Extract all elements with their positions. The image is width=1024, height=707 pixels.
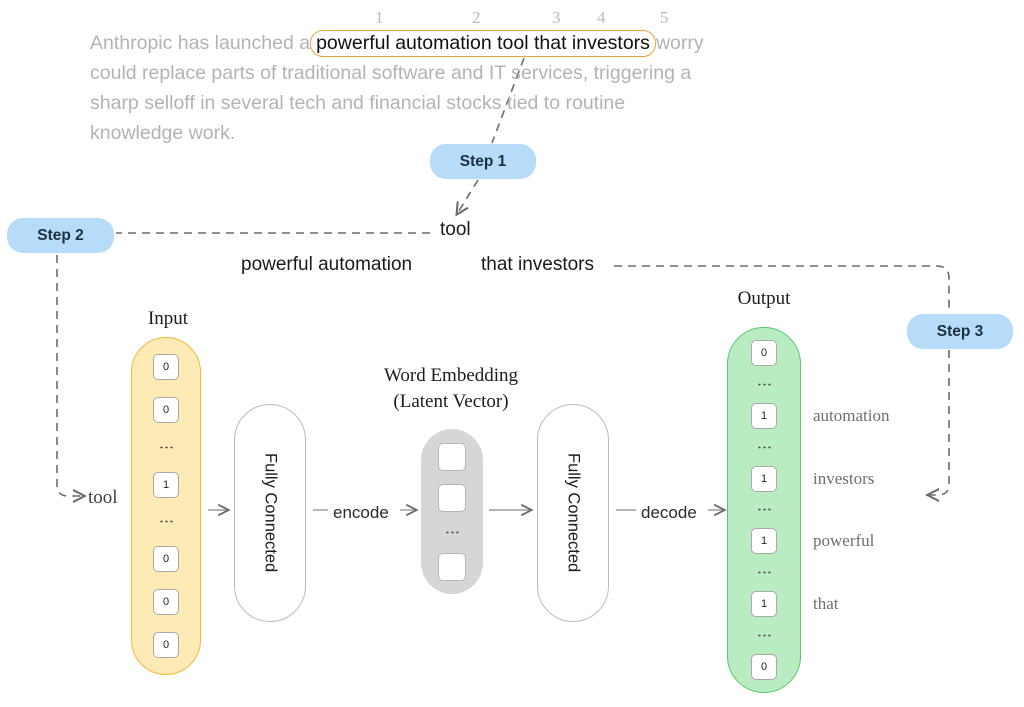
latent-vector-cell — [438, 552, 466, 581]
step-3-badge[interactable]: Step 3 — [907, 314, 1013, 349]
output-vector-ellipsis — [759, 502, 769, 517]
input-vector-cell: 1 — [153, 471, 179, 498]
embedding-title-line-2: (Latent Vector) — [393, 391, 509, 412]
decode-label: decode — [641, 503, 697, 522]
output-word-label: investors — [813, 468, 875, 488]
output-vector-ellipsis — [759, 377, 769, 392]
output-vector-cell: 1 — [751, 590, 777, 617]
decoder-label: Fully Connected — [564, 453, 583, 573]
target-token-label: tool — [440, 219, 471, 240]
output-word-label: automation — [813, 406, 890, 426]
context-right-label: that investors — [481, 254, 594, 275]
input-token-label: tool — [88, 487, 118, 508]
encoder-block: Fully Connected — [234, 404, 306, 622]
paragraph-lead: Anthropic has launched a — [90, 32, 311, 54]
context-left-label: powerful automation — [241, 254, 413, 275]
highlighted-phrase: powerful automation tool that investors — [310, 30, 656, 57]
word-number-1: 1 — [375, 8, 384, 27]
embedding-title: Word Embedding (Latent Vector) — [355, 363, 547, 415]
input-vector-ellipsis — [161, 440, 171, 455]
output-vector-cell: 0 — [751, 653, 777, 680]
output-vector-cell: 1 — [751, 403, 777, 430]
latent-vector — [421, 429, 483, 594]
latent-vector-ellipsis — [447, 525, 457, 540]
encoder-label: Fully Connected — [261, 453, 280, 573]
output-vector: 0 1 1 1 1 0 — [727, 327, 801, 693]
embedding-title-line-1: Word Embedding — [383, 365, 519, 386]
word-number-2: 2 — [472, 8, 481, 27]
encode-label: encode — [333, 503, 389, 522]
input-vector: 0 0 1 0 0 0 — [131, 337, 201, 675]
input-vector-cell: 0 — [153, 546, 179, 573]
step-1-badge[interactable]: Step 1 — [430, 144, 536, 179]
output-vector-cell: 1 — [751, 465, 777, 492]
input-vector-cell: 0 — [153, 397, 179, 424]
latent-vector-cell — [438, 442, 466, 471]
decoder-block: Fully Connected — [537, 404, 609, 622]
output-vector-cell: 0 — [751, 340, 777, 367]
output-vector-ellipsis — [759, 565, 769, 580]
paragraph-tail: worry could replace parts of traditional… — [90, 32, 704, 144]
output-title: Output — [737, 288, 791, 309]
step-2-badge[interactable]: Step 2 — [7, 218, 114, 253]
input-vector-ellipsis — [161, 514, 171, 529]
output-word-label: powerful — [813, 531, 875, 551]
output-vector-cell: 1 — [751, 528, 777, 555]
input-title: Input — [147, 308, 189, 329]
input-vector-cell: 0 — [153, 354, 179, 381]
latent-vector-cell — [438, 483, 466, 512]
input-vector-cell: 0 — [153, 588, 179, 615]
output-word-label: that — [813, 593, 839, 613]
word-number-4: 4 — [597, 8, 606, 27]
word-index-row: 1 2 3 4 5 — [0, 8, 1024, 30]
word-number-3: 3 — [552, 8, 561, 27]
word-number-5: 5 — [660, 8, 669, 27]
output-vector-ellipsis — [759, 440, 769, 455]
output-vector-ellipsis — [759, 628, 769, 643]
input-vector-cell: 0 — [153, 631, 179, 658]
